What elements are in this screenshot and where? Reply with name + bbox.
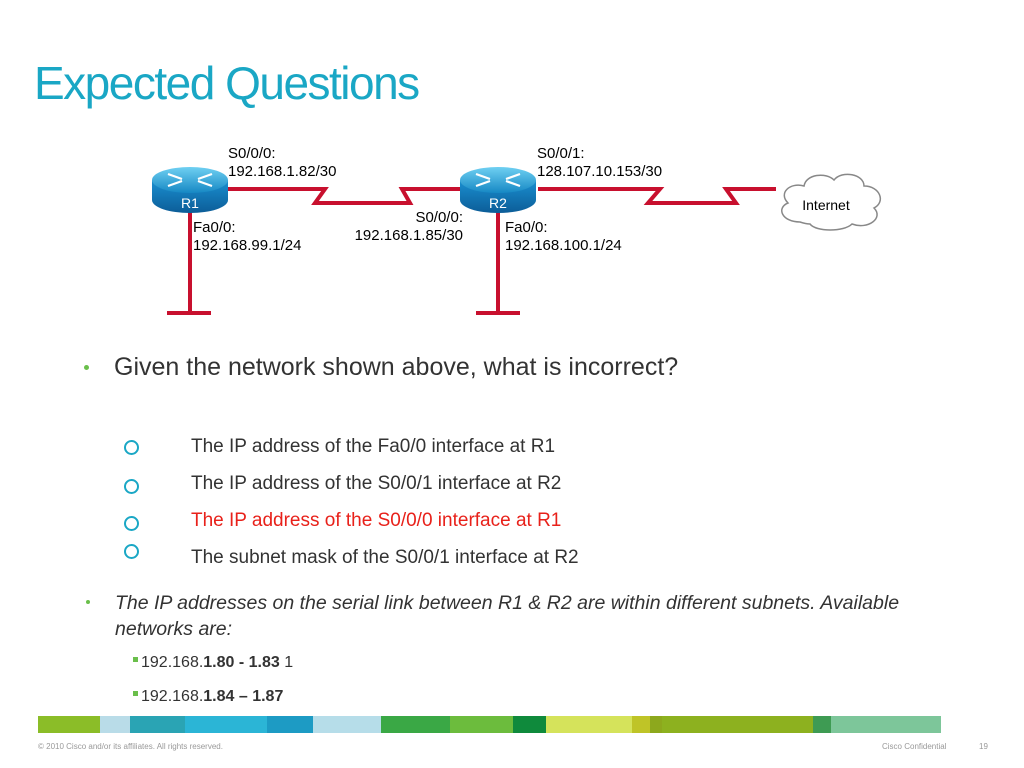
- r2-s000-interface-name: S0/0/0:: [415, 209, 463, 226]
- router-r1-label: R1: [181, 195, 199, 211]
- r2-fa00-interface-label: Fa0/0: 192.168.100.1/24: [505, 219, 622, 255]
- radio-circle-icon[interactable]: [124, 544, 139, 559]
- answer-option-text: The subnet mask of the S0/0/1 interface …: [191, 547, 579, 568]
- radio-circle-icon[interactable]: [124, 479, 139, 494]
- bullet-dot-icon: [86, 600, 90, 604]
- internet-cloud-icon: Internet: [781, 173, 882, 231]
- router-r2-icon: R2: [460, 167, 536, 213]
- answer-option-1[interactable]: The IP address of the Fa0/0 interface at…: [124, 436, 724, 466]
- answer-option-text: The IP address of the S0/0/0 interface a…: [191, 510, 562, 531]
- r2-fa00-interface-name: Fa0/0:: [505, 219, 548, 236]
- network-diagram: R1 R2 Internet: [152, 167, 882, 315]
- square-bullet-icon: [133, 691, 138, 697]
- radio-circle-icon[interactable]: [124, 516, 139, 531]
- r1-fa00-ip: 192.168.99.1/24: [193, 237, 302, 254]
- square-bullet-icon: [133, 657, 138, 663]
- r1-s000-ip: 192.168.1.82/30: [228, 163, 337, 180]
- footer-confidential: Cisco Confidential: [882, 742, 947, 751]
- slide-title: Expected Questions: [34, 57, 420, 109]
- footer-copyright: © 2010 Cisco and/or its affiliates. All …: [38, 742, 223, 751]
- footer-color-stripe: [38, 716, 986, 733]
- r1-s000-interface-label: S0/0/0: 192.168.1.82/30: [228, 145, 336, 181]
- answer-option-2[interactable]: The IP address of the S0/0/1 interface a…: [124, 473, 724, 503]
- bullet-dot-icon: [84, 365, 89, 370]
- network-item-2: 192.168.1.84 – 1.87: [133, 688, 283, 706]
- router-r1-icon: R1: [152, 167, 228, 213]
- question-text: Given the network shown above, what is i…: [114, 353, 679, 381]
- radio-circle-icon[interactable]: [124, 440, 139, 455]
- internet-label: Internet: [802, 197, 850, 213]
- answer-option-text: The IP address of the Fa0/0 interface at…: [191, 436, 556, 457]
- network-prefix: 192.168.: [141, 654, 204, 671]
- r1-fa00-interface-name: Fa0/0:: [193, 219, 236, 236]
- r2-fa00-ip: 192.168.100.1/24: [505, 237, 622, 254]
- r1-fa00-interface-label: Fa0/0: 192.168.99.1/24: [193, 219, 301, 255]
- r2-s001-interface-name: S0/0/1:: [537, 145, 585, 162]
- r2-s001-interface-label: S0/0/1: 128.107.10.153/30: [537, 145, 662, 181]
- network-range: 1.80 - 1.83: [203, 654, 280, 671]
- r2-s001-ip: 128.107.10.153/30: [537, 163, 663, 180]
- r2-s000-ip: 192.168.1.85/30: [354, 227, 463, 244]
- answer-option-3-correct[interactable]: The IP address of the S0/0/0 interface a…: [124, 510, 724, 540]
- router-r2-label: R2: [489, 195, 507, 211]
- r2-s000-interface-label: S0/0/0: 192.168.1.85/30: [343, 209, 463, 245]
- answer-option-4[interactable]: The subnet mask of the S0/0/1 interface …: [124, 544, 724, 577]
- answer-option-text: The IP address of the S0/0/1 interface a…: [191, 473, 562, 494]
- r1-s000-interface-name: S0/0/0:: [228, 145, 276, 162]
- serial-link-r2-internet: [538, 187, 776, 205]
- explanation-text: The IP addresses on the serial link betw…: [115, 592, 900, 640]
- network-range: 1.84 – 1.87: [203, 688, 284, 705]
- network-suffix: 1: [279, 654, 294, 671]
- network-item-1: 192.168.1.80 - 1.83 1: [133, 654, 293, 672]
- network-prefix: 192.168.: [141, 688, 204, 705]
- serial-link-r1-r2: [228, 187, 462, 205]
- page-number: 19: [979, 742, 988, 751]
